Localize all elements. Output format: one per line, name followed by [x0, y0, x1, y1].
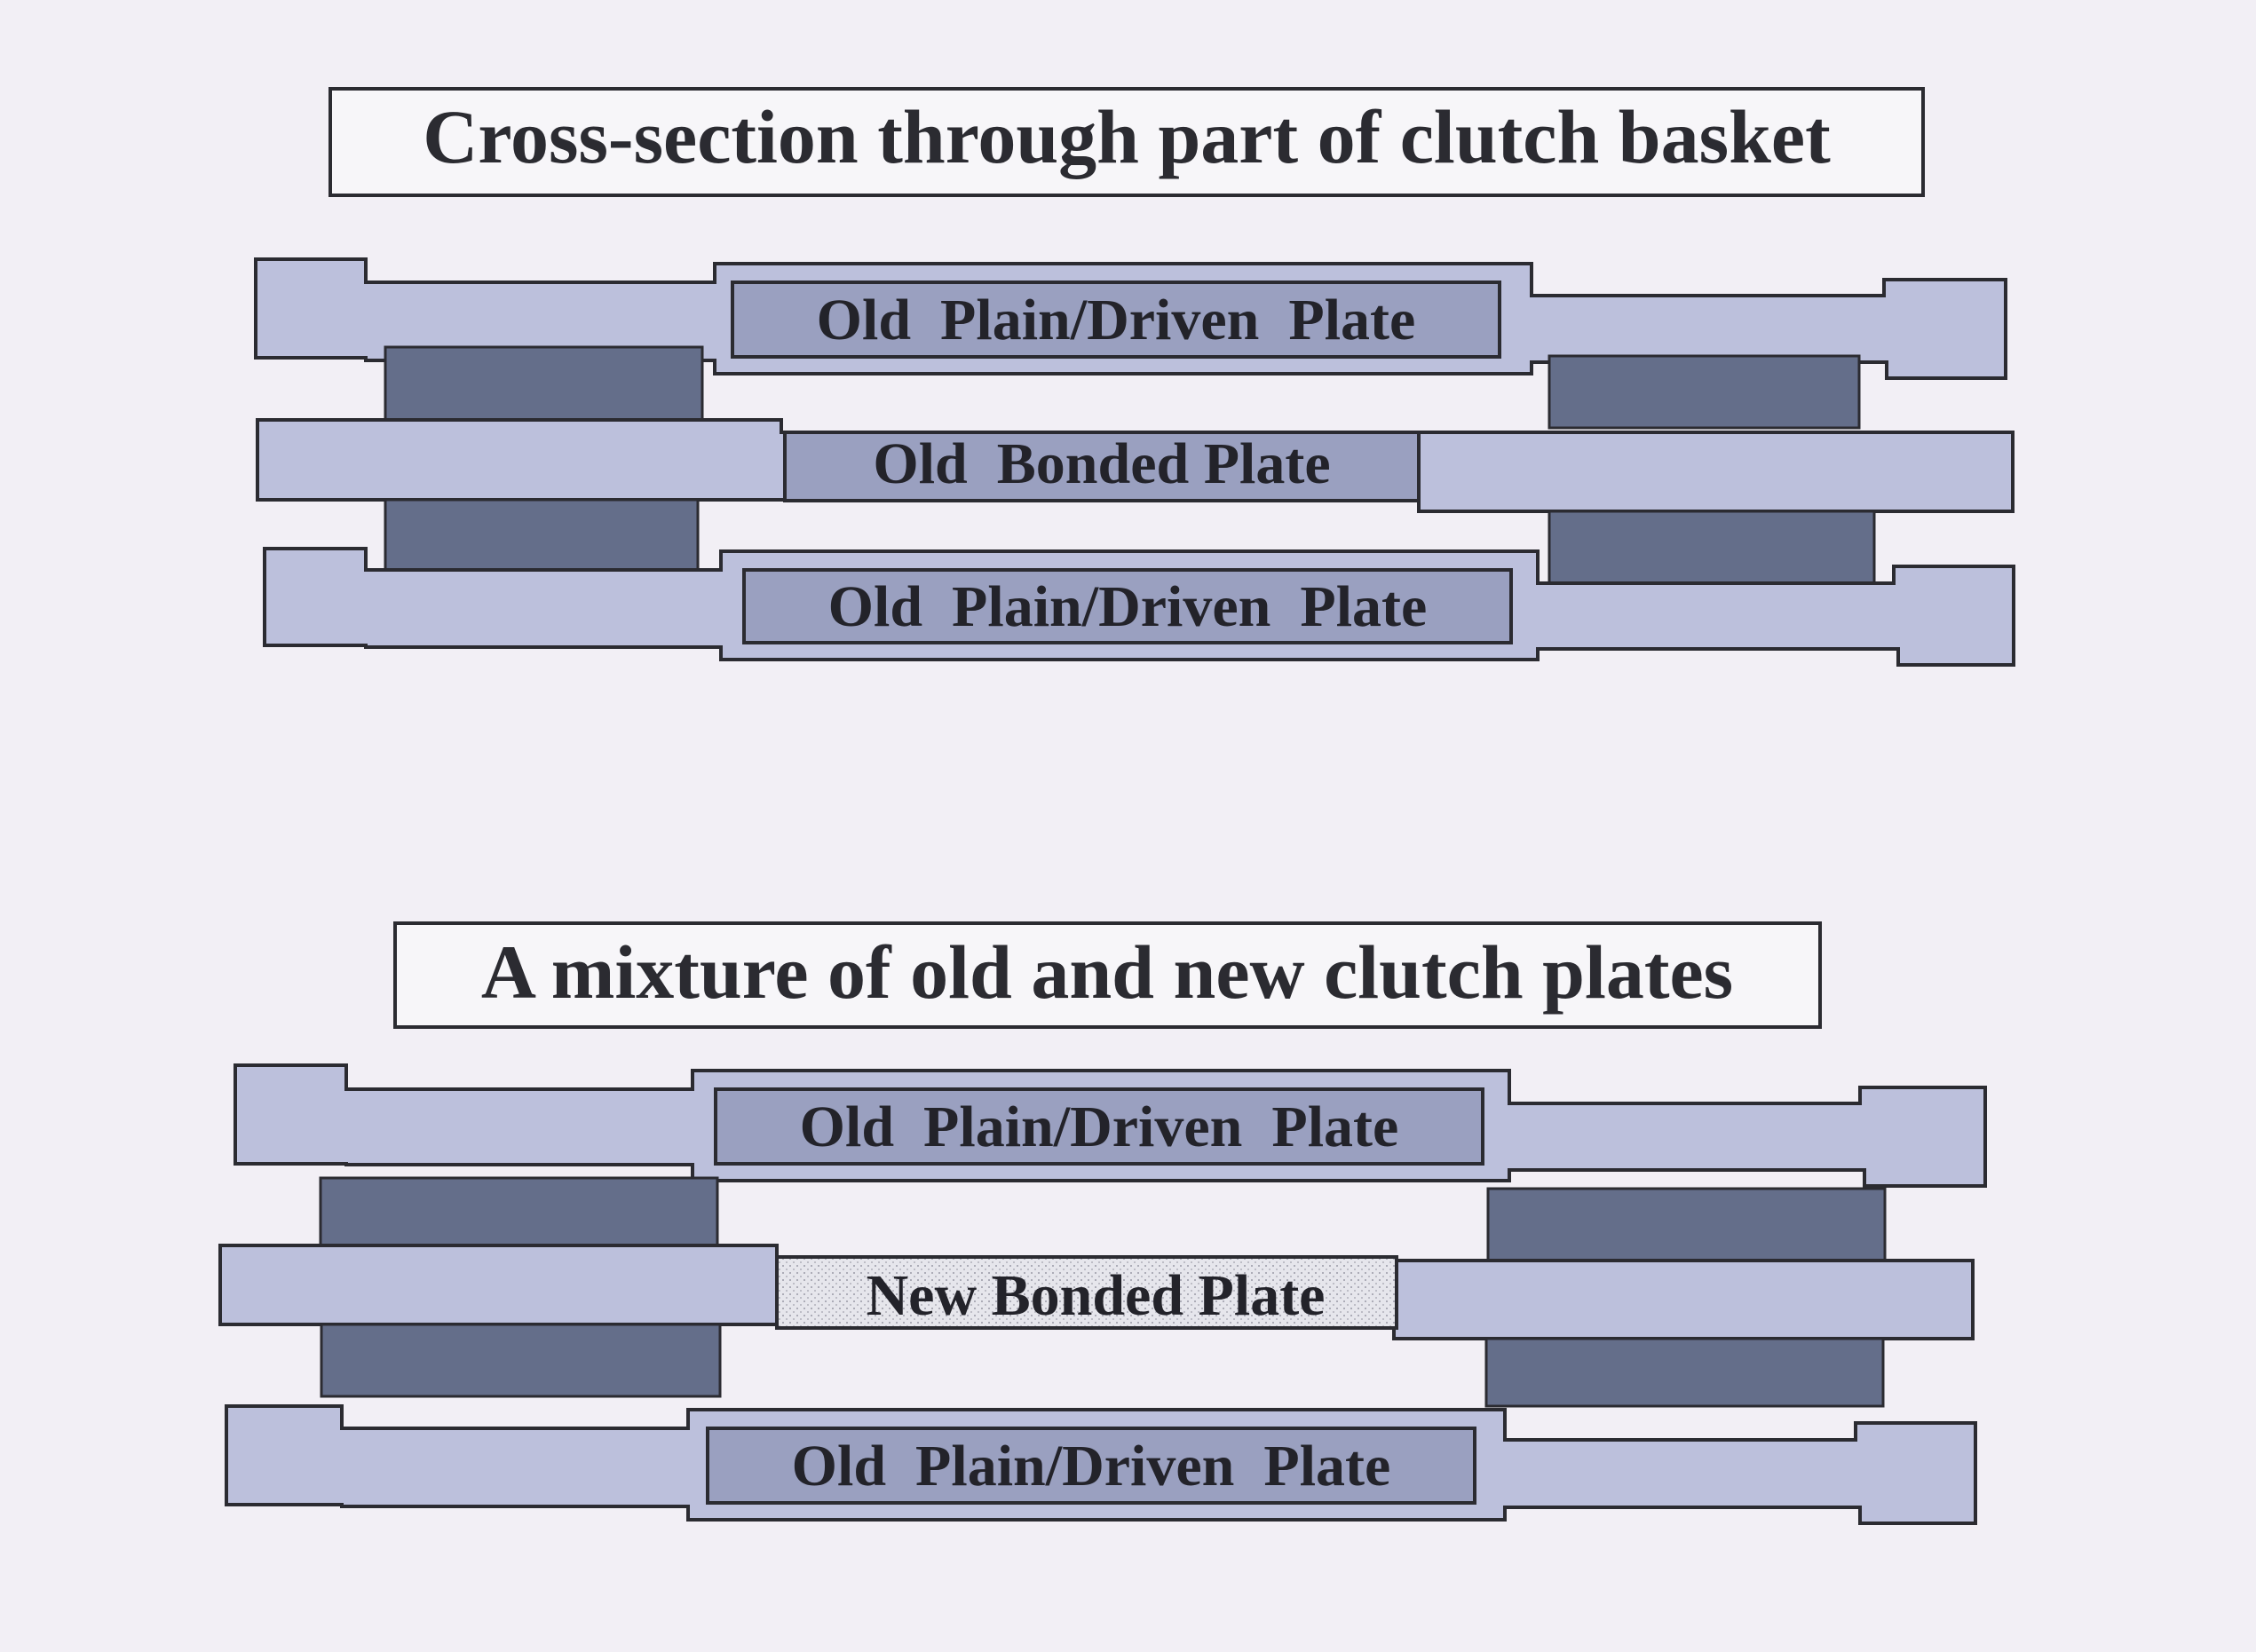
bottom-title-box: [393, 921, 1822, 1029]
bottom-friction-block-right-upper: [1486, 1187, 1887, 1262]
top-title-box: [329, 87, 1925, 197]
bottom-diagram: A mixture of old and new clutch plates O…: [218, 921, 1987, 1525]
top-upper-label-box: [731, 281, 1501, 359]
bottom-new-bonded-label-box: [775, 1255, 1398, 1330]
bottom-lower-label-box: [706, 1427, 1476, 1505]
top-lower-plate-label: Old Plain/Driven Plate: [828, 574, 1428, 639]
bottom-lower-plate-label: Old Plain/Driven Plate: [792, 1434, 1391, 1498]
bottom-upper-plate-label: Old Plain/Driven Plate: [800, 1095, 1399, 1159]
top-friction-block-right-lower: [1548, 510, 1876, 585]
top-upper-plate-label: Old Plain/Driven Plate: [817, 288, 1416, 352]
top-title: Cross-section through part of clutch bas…: [423, 94, 1831, 179]
bottom-title: A mixture of old and new clutch plates: [481, 929, 1733, 1015]
bottom-upper-label-box: [714, 1087, 1484, 1166]
bottom-bonded-plate-label: New Bonded Plate: [867, 1263, 1326, 1328]
bottom-friction-block-left-upper: [319, 1176, 719, 1251]
bottom-friction-block-left-lower: [320, 1323, 722, 1398]
top-friction-block-left-upper: [384, 345, 704, 423]
top-bonded-plate-label: Old Bonded Plate: [873, 431, 1330, 496]
bottom-friction-block-right-lower: [1484, 1337, 1885, 1408]
top-friction-block-right-upper: [1548, 354, 1861, 430]
top-lower-label-box: [742, 568, 1513, 644]
top-friction-block-left-lower: [384, 498, 700, 573]
top-diagram: Cross-section through part of clutch bas…: [254, 87, 2015, 667]
top-bonded-label-box: [783, 431, 1421, 502]
